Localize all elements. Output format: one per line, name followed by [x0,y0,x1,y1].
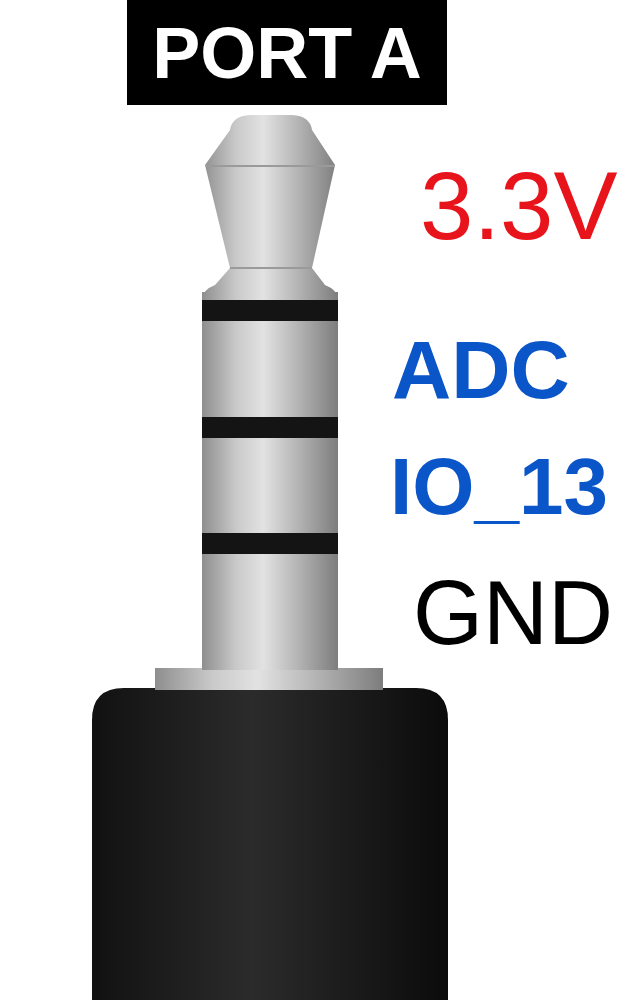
insulator-ring [202,417,338,438]
plug-sleeve [202,292,338,670]
plug-body [92,688,448,1000]
tip-edge [206,165,334,167]
tip-edge [230,267,312,269]
plug-collar [155,668,383,690]
pin-label: ADC [392,329,570,411]
pin-label: 3.3V [420,158,617,254]
title-text: PORT A [152,17,421,89]
insulator-ring [202,300,338,321]
pin-label: GND [413,568,613,658]
pin-label: IO_13 [390,447,608,527]
plug-tip [202,115,338,300]
insulator-ring [202,533,338,554]
title-banner: PORT A [127,0,447,105]
